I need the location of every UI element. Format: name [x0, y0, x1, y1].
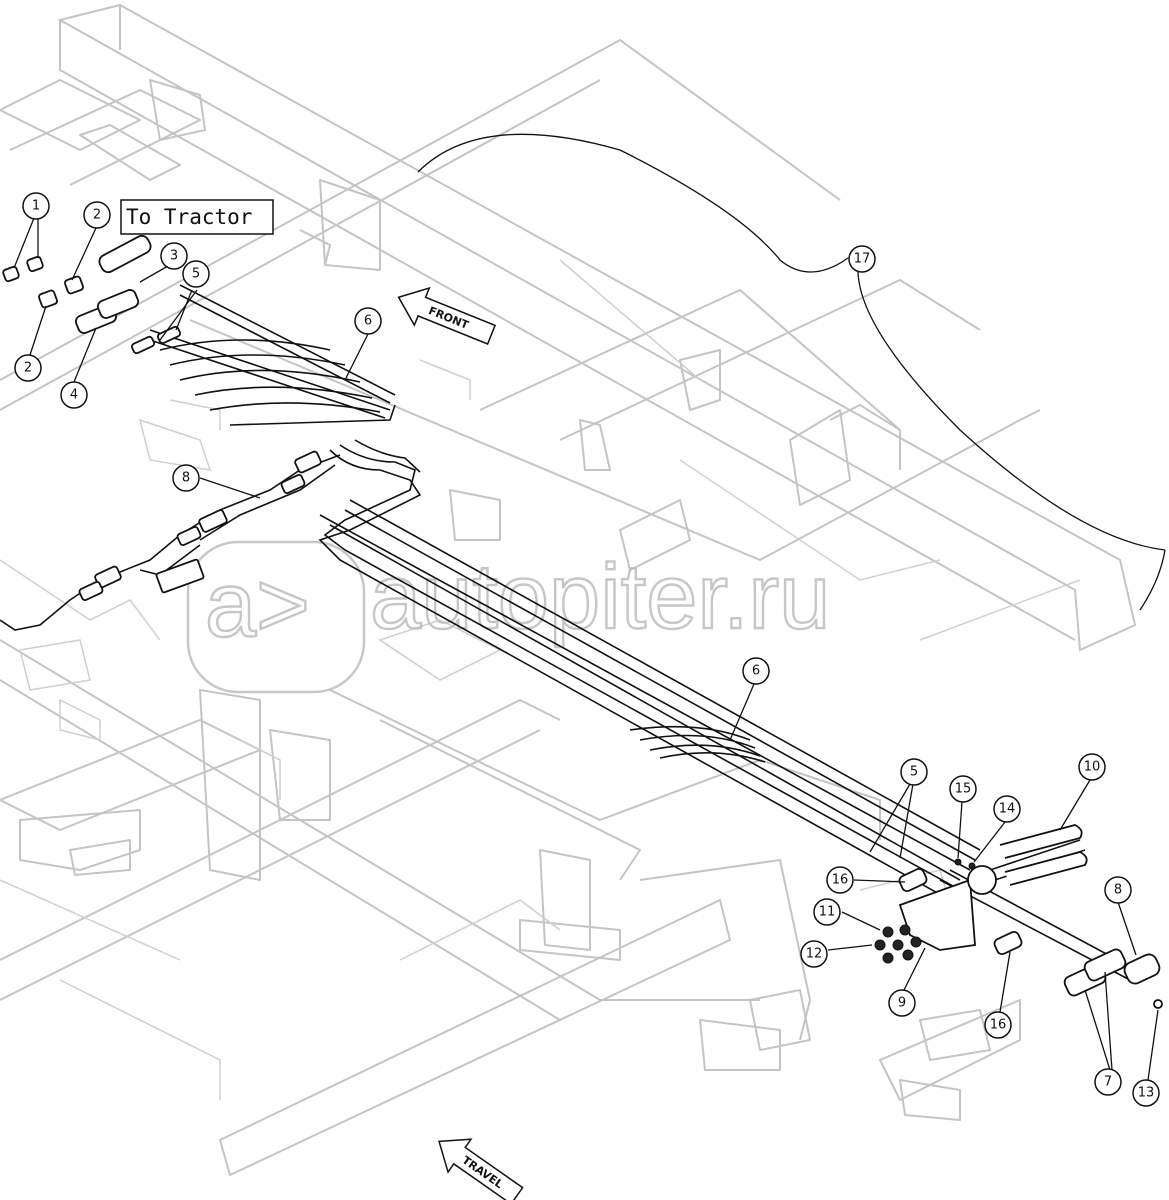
callouts: 1 2 2 3 4 5 5 6 6 7 8 8 9 10 11 12 13 14… [14, 192, 1160, 1107]
callout-6: 6 [742, 657, 770, 685]
watermark-logo-glyph: a> [205, 554, 310, 656]
svg-text:5: 5 [192, 267, 200, 282]
callout-9: 9 [888, 989, 916, 1017]
callout-5: 5 [182, 260, 210, 288]
svg-text:1: 1 [32, 199, 40, 214]
svg-text:16: 16 [990, 1018, 1007, 1033]
svg-text:15: 15 [955, 782, 972, 797]
watermark-text: autopiter.ru [370, 546, 830, 648]
callout-7: 7 [1094, 1068, 1122, 1096]
watermark: a> autopiter.ru [186, 540, 832, 694]
callout-11: 11 [813, 898, 841, 926]
svg-text:6: 6 [364, 314, 372, 329]
svg-text:2: 2 [24, 361, 32, 376]
svg-text:6: 6 [752, 664, 760, 679]
callout-13: 13 [1132, 1079, 1160, 1107]
to-tractor-text: To Tractor [126, 205, 252, 229]
front-arrow: FRONT [397, 286, 497, 345]
callout-16: 16 [826, 866, 854, 894]
hose-routing [0, 284, 1141, 981]
svg-text:16: 16 [832, 873, 849, 888]
callout-17: 17 [848, 245, 876, 273]
svg-text:13: 13 [1138, 1086, 1155, 1101]
callout-16: 16 [984, 1011, 1012, 1039]
svg-text:8: 8 [182, 471, 190, 486]
parts [2, 234, 1163, 1009]
svg-text:12: 12 [806, 947, 823, 962]
implement-frame [0, 3, 1137, 1176]
svg-text:9: 9 [898, 996, 906, 1011]
callout-8: 8 [1104, 876, 1132, 904]
watermark-logo-frame [186, 540, 366, 694]
svg-text:10: 10 [1084, 760, 1101, 775]
callout-2: 2 [14, 354, 42, 382]
callout-15: 15 [949, 775, 977, 803]
callout-5: 5 [900, 758, 928, 786]
svg-text:14: 14 [999, 802, 1016, 817]
callout-2: 2 [83, 201, 111, 229]
callout-10: 10 [1078, 753, 1106, 781]
callout-14: 14 [993, 795, 1021, 823]
callout-4: 4 [60, 381, 88, 409]
to-tractor-label: To Tractor [120, 199, 274, 235]
leader-lines [13, 133, 1166, 1081]
svg-text:5: 5 [910, 765, 918, 780]
svg-text:3: 3 [170, 249, 178, 264]
svg-text:4: 4 [70, 388, 78, 403]
svg-text:11: 11 [819, 905, 836, 920]
travel-arrow: TRAVEL [438, 1138, 524, 1200]
callout-8: 8 [172, 464, 200, 492]
svg-text:7: 7 [1104, 1075, 1112, 1090]
callout-3: 3 [160, 242, 188, 270]
callout-6: 6 [354, 307, 382, 335]
svg-text:17: 17 [854, 252, 871, 267]
svg-text:8: 8 [1114, 883, 1122, 898]
svg-text:2: 2 [93, 208, 101, 223]
callout-1: 1 [22, 192, 50, 220]
callout-12: 12 [800, 940, 828, 968]
